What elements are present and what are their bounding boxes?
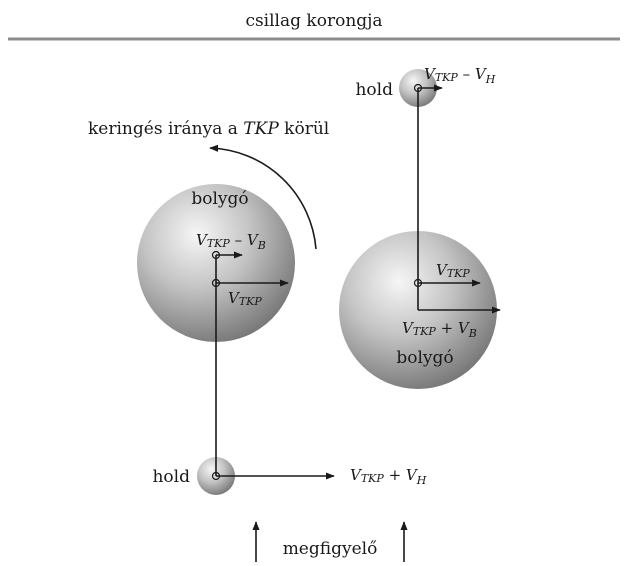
right-moon-vector-label: VTKP – VH xyxy=(424,65,496,86)
header-title: csillag korongja xyxy=(245,11,382,31)
observer-label: megfigyelő xyxy=(283,539,378,559)
left-mid-vector-label: VTKP xyxy=(228,289,262,308)
right-planet-label: bolygó xyxy=(396,348,453,368)
right-mid-vector-label: VTKP xyxy=(436,261,470,280)
orbit-direction-arrow xyxy=(209,144,317,250)
left-planet-label: bolygó xyxy=(191,189,248,209)
left-moon-label: hold xyxy=(152,467,190,487)
left-top-vector-label: VTKP – VB xyxy=(196,231,266,252)
orbit-direction-label: keringés iránya a TKP körül xyxy=(88,119,329,139)
right-moon-label: hold xyxy=(355,80,393,100)
right-planet-vector-label: VTKP + VB xyxy=(402,319,477,340)
left-moon-vector-label: VTKP + VH xyxy=(350,466,427,487)
